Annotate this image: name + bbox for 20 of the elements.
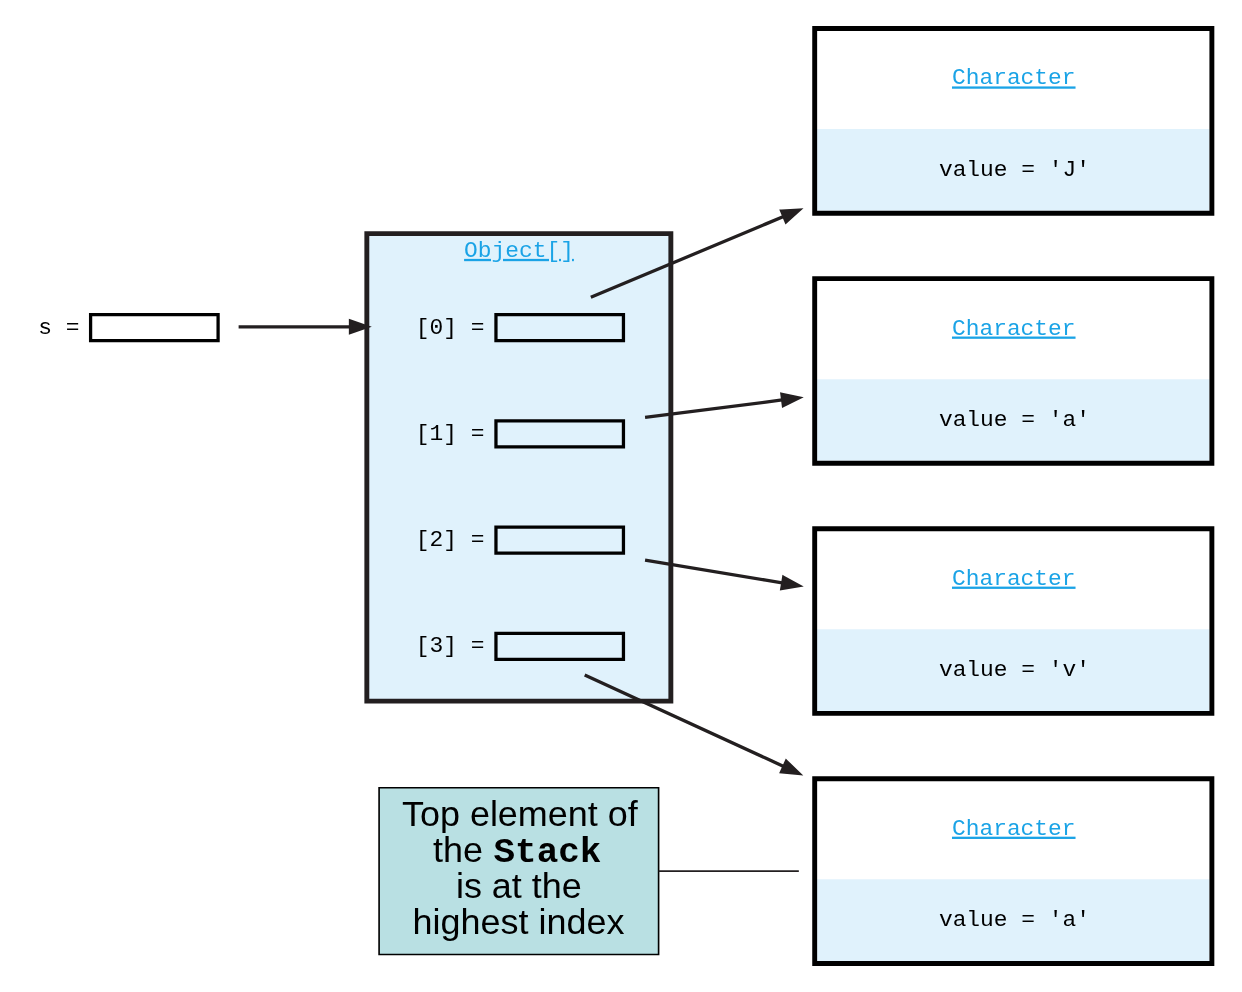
arrow	[590, 208, 804, 299]
node-label: [2] =	[415, 527, 485, 554]
arrow	[584, 673, 804, 776]
node-box	[88, 312, 220, 343]
arrow	[644, 558, 804, 591]
node-box: Character value = 'v'	[812, 526, 1215, 716]
node-box: Character value = 'J'	[812, 26, 1215, 216]
node-box	[494, 312, 626, 343]
node-box	[494, 419, 626, 449]
node-label: s =	[38, 314, 80, 341]
node-box: Character value = 'a'	[812, 276, 1215, 466]
node-label: [1] =	[415, 420, 485, 447]
node-label: [3] =	[415, 633, 485, 660]
node-box: Top element of the Stack is at the highest index	[378, 786, 660, 956]
connector	[657, 870, 800, 872]
node-label: [0] =	[415, 314, 485, 341]
arrow	[238, 318, 372, 335]
node-box	[494, 631, 626, 662]
node-box	[494, 525, 626, 555]
node-box: Character value = 'a'	[812, 776, 1215, 966]
